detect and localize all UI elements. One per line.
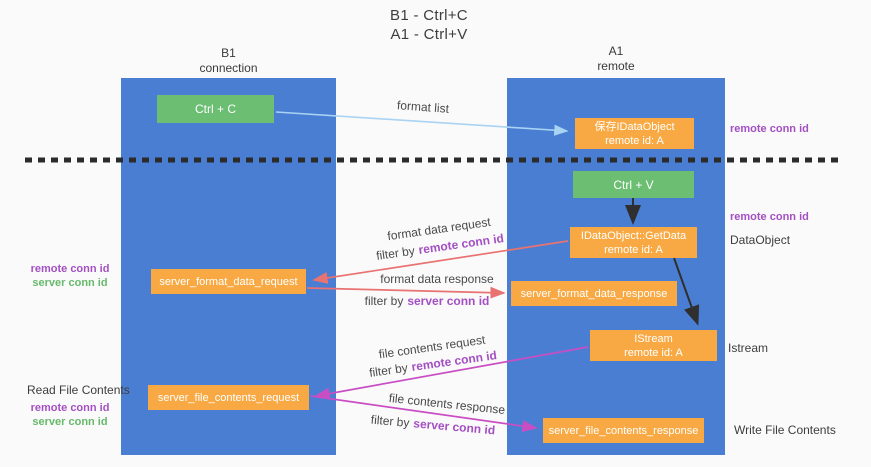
left-conn-id-annotation-top: remote conn id server conn id	[25, 262, 115, 290]
ctrl-c-box: Ctrl + C	[157, 95, 274, 123]
save-dataobject-box: 保存IDataObject remote id: A	[575, 118, 694, 149]
save-dataobject-line2: remote id: A	[605, 134, 664, 147]
server-conn-id-text: server conn id	[407, 294, 490, 308]
diagram-title: B1 - Ctrl+C A1 - Ctrl+V	[390, 6, 468, 44]
column-b1-name: B1	[221, 46, 236, 60]
remote-conn-id-text: remote conn id	[30, 263, 110, 275]
title-line-1: B1 - Ctrl+C	[390, 7, 468, 24]
format-list-arrow	[275, 111, 569, 136]
remote-conn-id-annotation-mid: remote conn id	[730, 211, 809, 223]
server-format-data-response-box: server_format_data_response	[511, 281, 677, 306]
istream-annotation: Istream	[728, 341, 769, 355]
save-dataobject-line1: 保存IDataObject	[594, 120, 675, 133]
left-conn-id-annotation-bottom: remote conn id server conn id	[25, 401, 115, 429]
title-line-2: A1 - Ctrl+V	[390, 26, 468, 43]
ctrl-v-box: Ctrl + V	[573, 171, 694, 198]
server-conn-id-text: server conn id	[32, 277, 108, 289]
idataobject-getdata-box: IDataObject::GetData remote id: A	[570, 227, 697, 258]
server-file-contents-response-box: server_file_contents_response	[543, 418, 704, 443]
getdata-line2: remote id: A	[604, 243, 663, 256]
format-data-request-arrow	[312, 240, 569, 284]
getdata-line1: IDataObject::GetData	[580, 229, 687, 242]
file-contents-request-arrow	[314, 346, 589, 400]
server-conn-id-text: server conn id	[32, 416, 108, 428]
read-file-contents-annotation: Read File Contents	[27, 383, 130, 397]
format-data-response-label: format data response	[380, 272, 494, 286]
column-a1-name: A1	[608, 44, 624, 58]
remote-conn-id-text: remote conn id	[30, 402, 110, 414]
dataobject-annotation: DataObject	[730, 233, 791, 247]
column-a1-subtitle: remote	[597, 59, 635, 73]
file-contents-response-arrow	[310, 395, 538, 432]
server-format-data-request-box: server_format_data_request	[151, 269, 306, 294]
format-data-response-arrow	[306, 286, 506, 299]
write-file-contents-annotation: Write File Contents	[734, 423, 836, 437]
column-header-a1: A1 remote	[507, 44, 725, 74]
remote-conn-id-annotation-top: remote conn id	[730, 123, 809, 135]
istream-line2: remote id: A	[624, 346, 683, 359]
istream-line1: IStream	[634, 332, 673, 345]
filter-by-text: filter by	[364, 294, 404, 308]
server-file-contents-request-box: server_file_contents_request	[148, 385, 309, 410]
getdata-to-istream-arrow	[673, 257, 700, 326]
istream-box: IStream remote id: A	[590, 330, 717, 361]
column-b1-subtitle: connection	[199, 61, 258, 75]
column-header-b1: B1 connection	[121, 46, 336, 76]
